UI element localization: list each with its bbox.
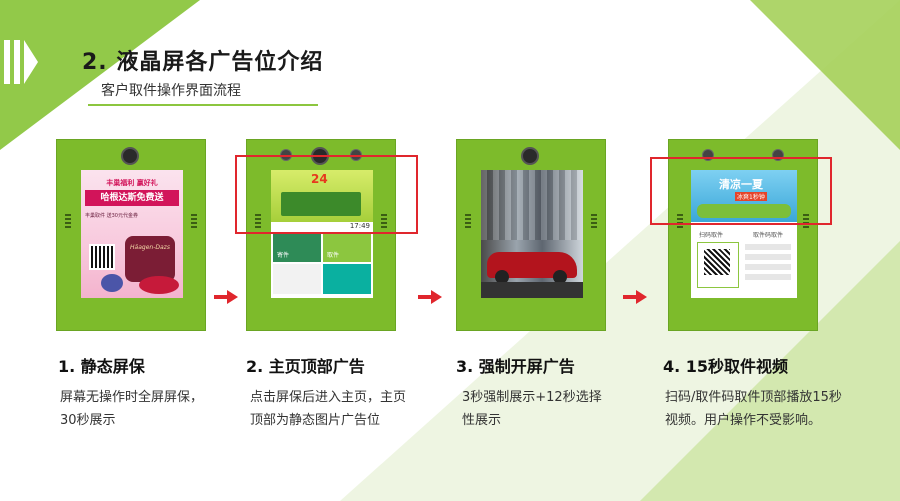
step-1-title: 1. 静态屏保 [58,357,145,376]
speaker-icon [191,214,197,228]
ad-line1: 丰巢福利 赢好礼 [106,179,158,187]
banner-graphic [281,192,361,216]
page-title: 2. 液晶屏各广告位介绍 [82,50,324,75]
brand-label: Häagen-Dazs [130,244,170,251]
wheel-icon [553,270,567,284]
home-screen: 24 17:49 寄件 取件 [271,170,373,298]
camera-icon [121,147,139,165]
speaker-icon [255,214,261,228]
speaker-icon [381,214,387,228]
pickup-screen: 清凉一夏 冰爽1秒钟 扫码取件 取件码取件 [691,170,797,298]
flow-arrow-icon [418,290,444,304]
step-2-desc: 点击屏保后进入主页，主页顶部为静态图片广告位 [250,390,407,428]
kiosk-home: 24 17:49 寄件 取件 [246,139,396,331]
speaker-icon [677,214,683,228]
splash-ad [481,170,583,298]
berry-icon [101,274,123,292]
video-banner-text: 清凉一夏 [719,178,763,191]
step-1-desc: 屏幕无操作时全屏屏保，30秒展示 [60,390,204,428]
kiosk-splash [456,139,606,331]
speaker-icon [65,214,71,228]
clock-text: 17:49 [349,222,370,230]
side-tab-icon [0,40,40,84]
tile-label: 取件 [327,252,340,259]
ice-cream-icon [125,236,175,282]
video-banner-sub: 冰爽1秒钟 [735,192,767,201]
screensaver-ad: 丰巢福利 赢好礼 哈根达斯免费送 丰巢取件 送30元代金券 Häagen-Daz… [81,170,183,298]
tile-help[interactable] [323,264,371,294]
highlight-video-ad [650,157,832,225]
qr-panel [697,242,739,288]
pickup-tabs: 扫码取件 取件码取件 [691,228,797,240]
wheel-icon [495,270,509,284]
speaker-icon [591,214,597,228]
step-3-desc: 3秒强制展示+12秒选择性展示 [462,390,602,428]
step-4-title: 4. 15秒取件视频 [663,357,789,376]
speaker-icon [465,214,471,228]
flow-arrow-icon [214,290,240,304]
home-top-ad: 24 [271,170,373,222]
ad-line3: 丰巢取件 送30元代金券 [85,213,138,219]
road [481,282,583,298]
background-shape [750,0,900,150]
strawberry-icon [139,276,179,294]
tile-pickup[interactable]: 取件 [323,234,371,262]
qr-code-icon [704,249,730,275]
step-2-title: 2. 主页顶部广告 [246,357,365,376]
camera-icon [521,147,539,165]
pickup-video-ad: 清凉一夏 冰爽1秒钟 [691,170,797,222]
step-4-desc: 扫码/取件码取件顶部播放15秒视频。用户操作不受影响。 [665,390,842,428]
page-subtitle: 客户取件操作界面流程 [101,83,241,99]
tab-scan[interactable]: 扫码取件 [699,232,724,239]
fruit-graphic [697,204,791,218]
speaker-icon [803,214,809,228]
title-underline [88,104,318,106]
flow-arrow-icon [623,290,649,304]
building-graphic [481,170,583,240]
kiosk-pickup-video: 清凉一夏 冰爽1秒钟 扫码取件 取件码取件 [668,139,818,331]
qr-code-icon [89,244,115,270]
highlight-top-ad [235,155,418,234]
kiosk-screensaver: 丰巢福利 赢好礼 哈根达斯免费送 丰巢取件 送30元代金券 Häagen-Daz… [56,139,206,331]
tile-logo[interactable] [273,264,321,294]
tab-code[interactable]: 取件码取件 [753,232,784,239]
keypad [745,244,791,284]
status-bar: 17:49 [271,222,373,232]
tile-send[interactable]: 寄件 [273,234,321,262]
tile-label: 寄件 [277,252,290,259]
ad-line2: 哈根达斯免费送 [85,190,179,206]
banner-number: 24 [311,172,328,186]
step-3-title: 3. 强制开屏广告 [456,357,575,376]
